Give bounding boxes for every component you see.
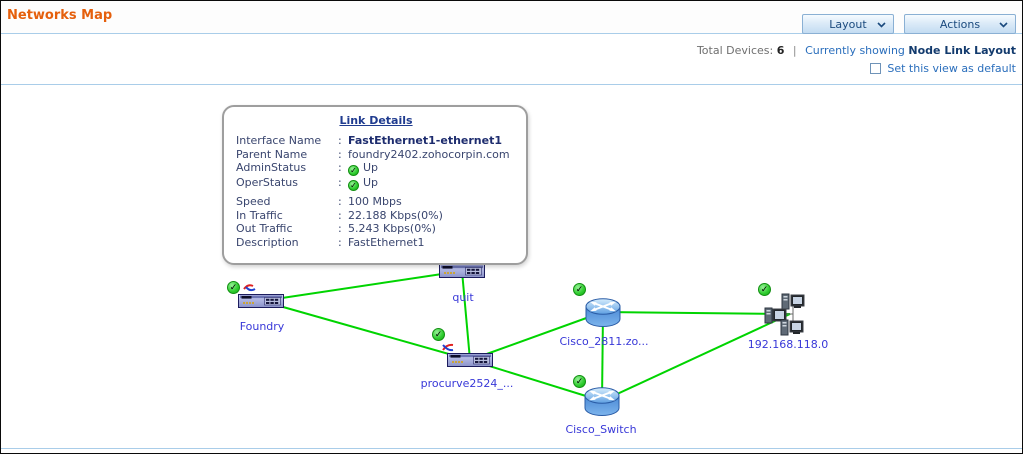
link-detail-row: AdminStatus : ✓Up: [236, 161, 379, 176]
link-line-procurve-cisco2811[interactable]: [469, 311, 604, 361]
status-up-icon: ✓: [432, 328, 445, 341]
device-label-ciscoswitch[interactable]: Cisco_Switch: [565, 423, 637, 436]
current-layout-name: Node Link Layout: [908, 44, 1016, 57]
set-default-checkbox[interactable]: [870, 63, 882, 74]
status-up-icon: ✓: [348, 165, 359, 176]
total-devices-label: Total Devices:: [696, 44, 774, 57]
set-default-label: Set this view as default: [887, 62, 1016, 75]
link-line-quit-procurve[interactable]: [461, 270, 471, 361]
link-line-foundry-quit[interactable]: [261, 270, 463, 302]
device-node-ciscoswitch[interactable]: [583, 385, 621, 418]
switch-type-icon: [442, 343, 454, 352]
device-summary-row: Total Devices: 6 | Currently showing Nod…: [1, 44, 1016, 57]
device-label-network-192-168-118-0[interactable]: 192.168.118.0: [747, 338, 829, 351]
status-up-icon: ✓: [573, 375, 586, 388]
status-up-icon: ✓: [573, 283, 586, 296]
header-bar: Networks Map Layout Actions: [1, 1, 1022, 34]
link-detail-row: OperStatus : ✓Up: [236, 176, 379, 191]
link-detail-row: In Traffic : 22.188 Kbps(0%): [236, 208, 443, 222]
device-label-quit[interactable]: quit: [452, 291, 474, 304]
link-detail-row: Speed : 100 Mbps: [236, 195, 402, 208]
link-line-ciscoswitch-network[interactable]: [601, 313, 791, 402]
device-node-procurve2524[interactable]: [447, 353, 493, 367]
chevron-down-icon: [999, 22, 1008, 28]
device-node-foundry[interactable]: [238, 294, 284, 308]
actions-dropdown-label: Actions: [939, 17, 981, 31]
device-label-cisco2811[interactable]: Cisco_2811.zo...: [559, 335, 649, 348]
status-up-icon: ✓: [348, 180, 359, 191]
link-detail-row: Out Traffic : 5.243 Kbps(0%): [236, 222, 436, 235]
status-bar: Total Devices: 6 | Currently showing Nod…: [1, 34, 1022, 85]
link-details-popup: Link Details Interface Name : FastEthern…: [222, 105, 528, 265]
device-label-procurve2524[interactable]: procurve2524_...: [420, 377, 514, 390]
total-devices-count: 6: [776, 44, 785, 57]
switch-type-icon: [243, 284, 256, 292]
actions-dropdown-button[interactable]: Actions: [904, 14, 1016, 34]
separator: |: [792, 44, 797, 57]
link-line-cisco2811-network[interactable]: [602, 311, 791, 315]
device-node-cisco2811[interactable]: [584, 296, 622, 329]
layout-dropdown-label: Layout: [829, 17, 867, 31]
currently-showing-label: Currently showing: [805, 44, 905, 57]
link-detail-row: Description : FastEthernet1: [236, 235, 425, 249]
device-node-quit[interactable]: [439, 264, 485, 278]
set-default-row: Set this view as default: [1, 62, 1016, 75]
link-detail-row: Interface Name : FastEthernet1-ethernet1: [236, 134, 502, 147]
link-detail-row: Parent Name : foundry2402.zohocorpin.com: [236, 147, 510, 161]
status-up-icon: ✓: [758, 283, 771, 296]
device-node-network-192-168-118-0[interactable]: [763, 292, 817, 340]
layout-dropdown-button[interactable]: Layout: [802, 14, 894, 34]
device-label-foundry[interactable]: Foundry: [239, 320, 285, 333]
network-map-canvas[interactable]: quit ✓ Foundry ✓: [1, 85, 1022, 449]
page-title: Networks Map: [7, 8, 113, 23]
link-line-foundry-procurve[interactable]: [261, 300, 471, 361]
chevron-down-icon: [877, 22, 886, 28]
link-details-title: Link Details: [339, 114, 413, 127]
status-up-icon: ✓: [227, 281, 240, 294]
